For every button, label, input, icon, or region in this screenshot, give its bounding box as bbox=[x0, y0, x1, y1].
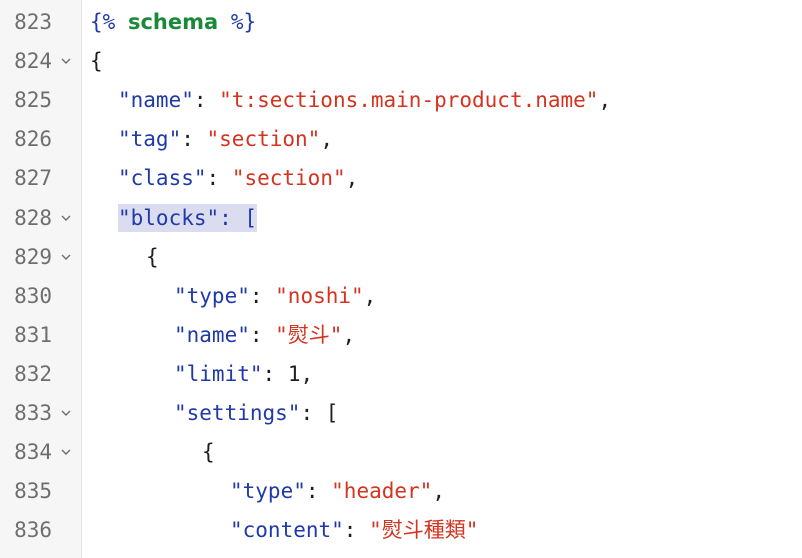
code-text: {% schema %} bbox=[90, 3, 256, 42]
line-number-gutter bbox=[0, 0, 82, 558]
chevron-down-icon[interactable] bbox=[60, 212, 72, 224]
code-token: { bbox=[202, 440, 215, 465]
chevron-down-icon[interactable] bbox=[60, 251, 72, 263]
code-token: : bbox=[249, 283, 276, 308]
code-text: "tag": "section", bbox=[118, 120, 333, 159]
code-token: "name" bbox=[174, 322, 250, 347]
code-token: "class" bbox=[118, 166, 207, 191]
code-token: "content" bbox=[230, 518, 344, 543]
code-token: : bbox=[249, 322, 276, 347]
chevron-down-icon[interactable] bbox=[60, 55, 72, 67]
line-number: 827 bbox=[14, 166, 52, 191]
code-token: "熨斗" bbox=[275, 322, 343, 347]
code-token: { bbox=[146, 244, 159, 269]
code-token bbox=[115, 10, 128, 34]
code-text: { bbox=[90, 42, 103, 81]
line-number: 823 bbox=[14, 10, 52, 34]
line-number: 831 bbox=[14, 322, 52, 347]
line-number: 824 bbox=[14, 49, 52, 74]
code-token: %} bbox=[230, 10, 257, 34]
code-text: "name": "熨斗", bbox=[174, 316, 355, 355]
code-line[interactable]: 833 "settings": [ bbox=[0, 394, 802, 433]
code-line[interactable]: 828 "blocks": [ bbox=[0, 199, 802, 238]
code-token: 1 bbox=[287, 361, 301, 386]
code-line[interactable]: 824 { bbox=[0, 42, 802, 81]
code-line[interactable]: 832 "limit": 1, bbox=[0, 355, 802, 394]
code-text: "type": "noshi", bbox=[174, 277, 376, 316]
code-token: { bbox=[90, 49, 103, 74]
code-text: "type": "header", bbox=[230, 472, 445, 511]
code-line[interactable]: 825 "name": "t:sections.main-product.name… bbox=[0, 81, 802, 120]
code-line[interactable]: 830 "type": "noshi", bbox=[0, 277, 802, 316]
code-token: , bbox=[363, 283, 377, 308]
code-token: "noshi" bbox=[275, 283, 364, 308]
highlighted-token: "blocks": [ bbox=[118, 203, 258, 232]
code-text: "limit": 1, bbox=[174, 355, 313, 394]
code-line[interactable]: 835 "type": "header", bbox=[0, 472, 802, 511]
code-token: schema bbox=[127, 10, 219, 34]
code-text: { bbox=[146, 238, 159, 277]
code-token: , bbox=[598, 88, 612, 113]
code-token: "type" bbox=[230, 479, 306, 504]
code-text: { bbox=[202, 433, 215, 472]
code-token: "section" bbox=[231, 166, 346, 191]
code-token: , bbox=[300, 361, 314, 386]
code-token: {% bbox=[90, 10, 116, 34]
code-token: , bbox=[432, 479, 445, 504]
code-token: : bbox=[262, 361, 288, 386]
code-token: : bbox=[305, 479, 332, 504]
code-text: "content": "熨斗種類" bbox=[230, 511, 478, 550]
line-number: 834 bbox=[14, 440, 52, 465]
code-text: "settings": [ bbox=[174, 394, 338, 433]
code-token: "name" bbox=[118, 88, 194, 113]
code-line[interactable]: 836 "content": "熨斗種類" bbox=[0, 511, 802, 550]
line-number: 829 bbox=[14, 244, 52, 269]
code-line[interactable]: 823 {% schema %} bbox=[0, 3, 802, 42]
line-number: 830 bbox=[14, 283, 52, 308]
code-token: "settings" bbox=[174, 401, 301, 425]
code-text: "name": "t:sections.main-product.name", bbox=[118, 81, 611, 120]
code-text: "class": "section", bbox=[118, 159, 358, 198]
code-token: "type" bbox=[174, 283, 250, 308]
line-number: 832 bbox=[14, 361, 52, 386]
line-number: 825 bbox=[14, 88, 52, 113]
line-number: 835 bbox=[14, 479, 52, 504]
code-token: "t:sections.main-product.name" bbox=[219, 88, 599, 113]
code-token: , bbox=[342, 322, 356, 347]
code-token: , bbox=[345, 166, 359, 191]
code-token: : bbox=[193, 88, 220, 113]
code-token bbox=[218, 10, 231, 34]
code-token: "tag" bbox=[118, 127, 182, 152]
code-line[interactable]: 829 { bbox=[0, 238, 802, 277]
chevron-down-icon[interactable] bbox=[60, 407, 72, 419]
code-token: "熨斗種類" bbox=[369, 518, 479, 543]
code-text: "blocks": [ bbox=[118, 199, 258, 238]
line-number: 828 bbox=[14, 205, 52, 230]
code-token: : bbox=[343, 518, 370, 543]
code-token: "header" bbox=[331, 479, 433, 504]
line-number: 826 bbox=[14, 127, 52, 152]
code-line[interactable]: 826 "tag": "section", bbox=[0, 120, 802, 159]
code-line[interactable]: 831 "name": "熨斗", bbox=[0, 316, 802, 355]
code-line[interactable]: 834 { bbox=[0, 433, 802, 472]
line-number: 836 bbox=[14, 518, 52, 543]
line-number: 833 bbox=[14, 401, 52, 425]
code-token: : bbox=[181, 127, 207, 152]
code-token: , bbox=[320, 127, 333, 152]
code-token: "section" bbox=[206, 127, 321, 152]
code-line[interactable]: 827 "class": "section", bbox=[0, 159, 802, 198]
code-token: : bbox=[206, 166, 232, 191]
chevron-down-icon[interactable] bbox=[60, 446, 72, 458]
code-token: "limit" bbox=[174, 361, 263, 386]
code-token: : [ bbox=[300, 401, 339, 425]
